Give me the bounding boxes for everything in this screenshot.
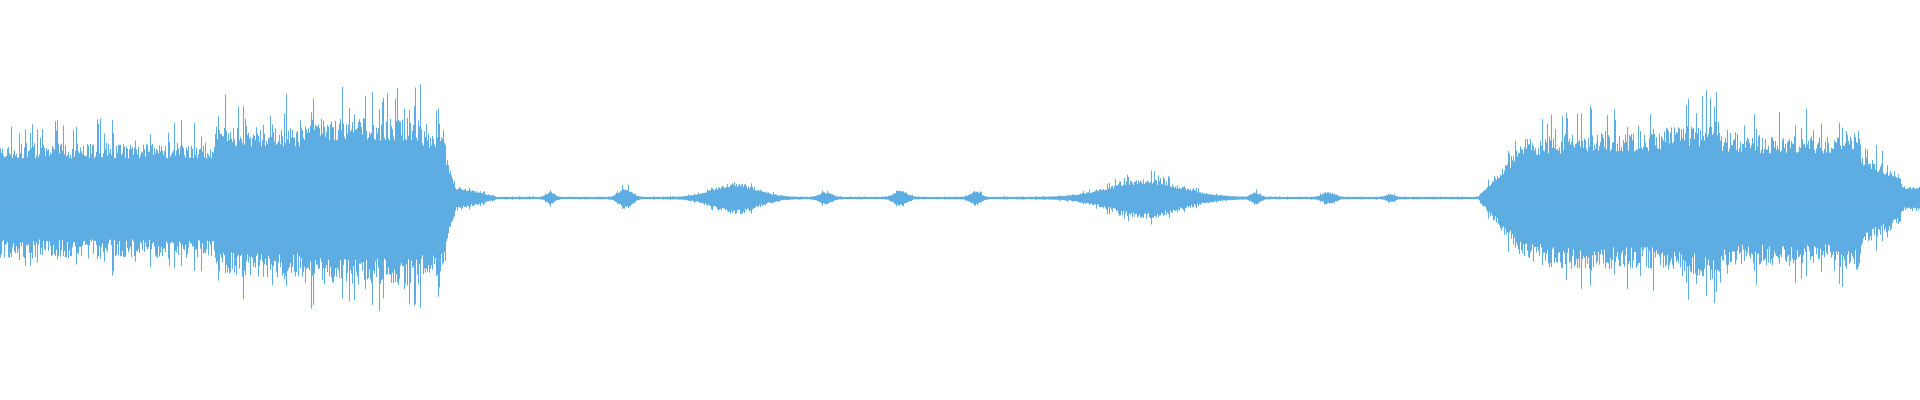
waveform-bars: [0, 84, 1920, 311]
